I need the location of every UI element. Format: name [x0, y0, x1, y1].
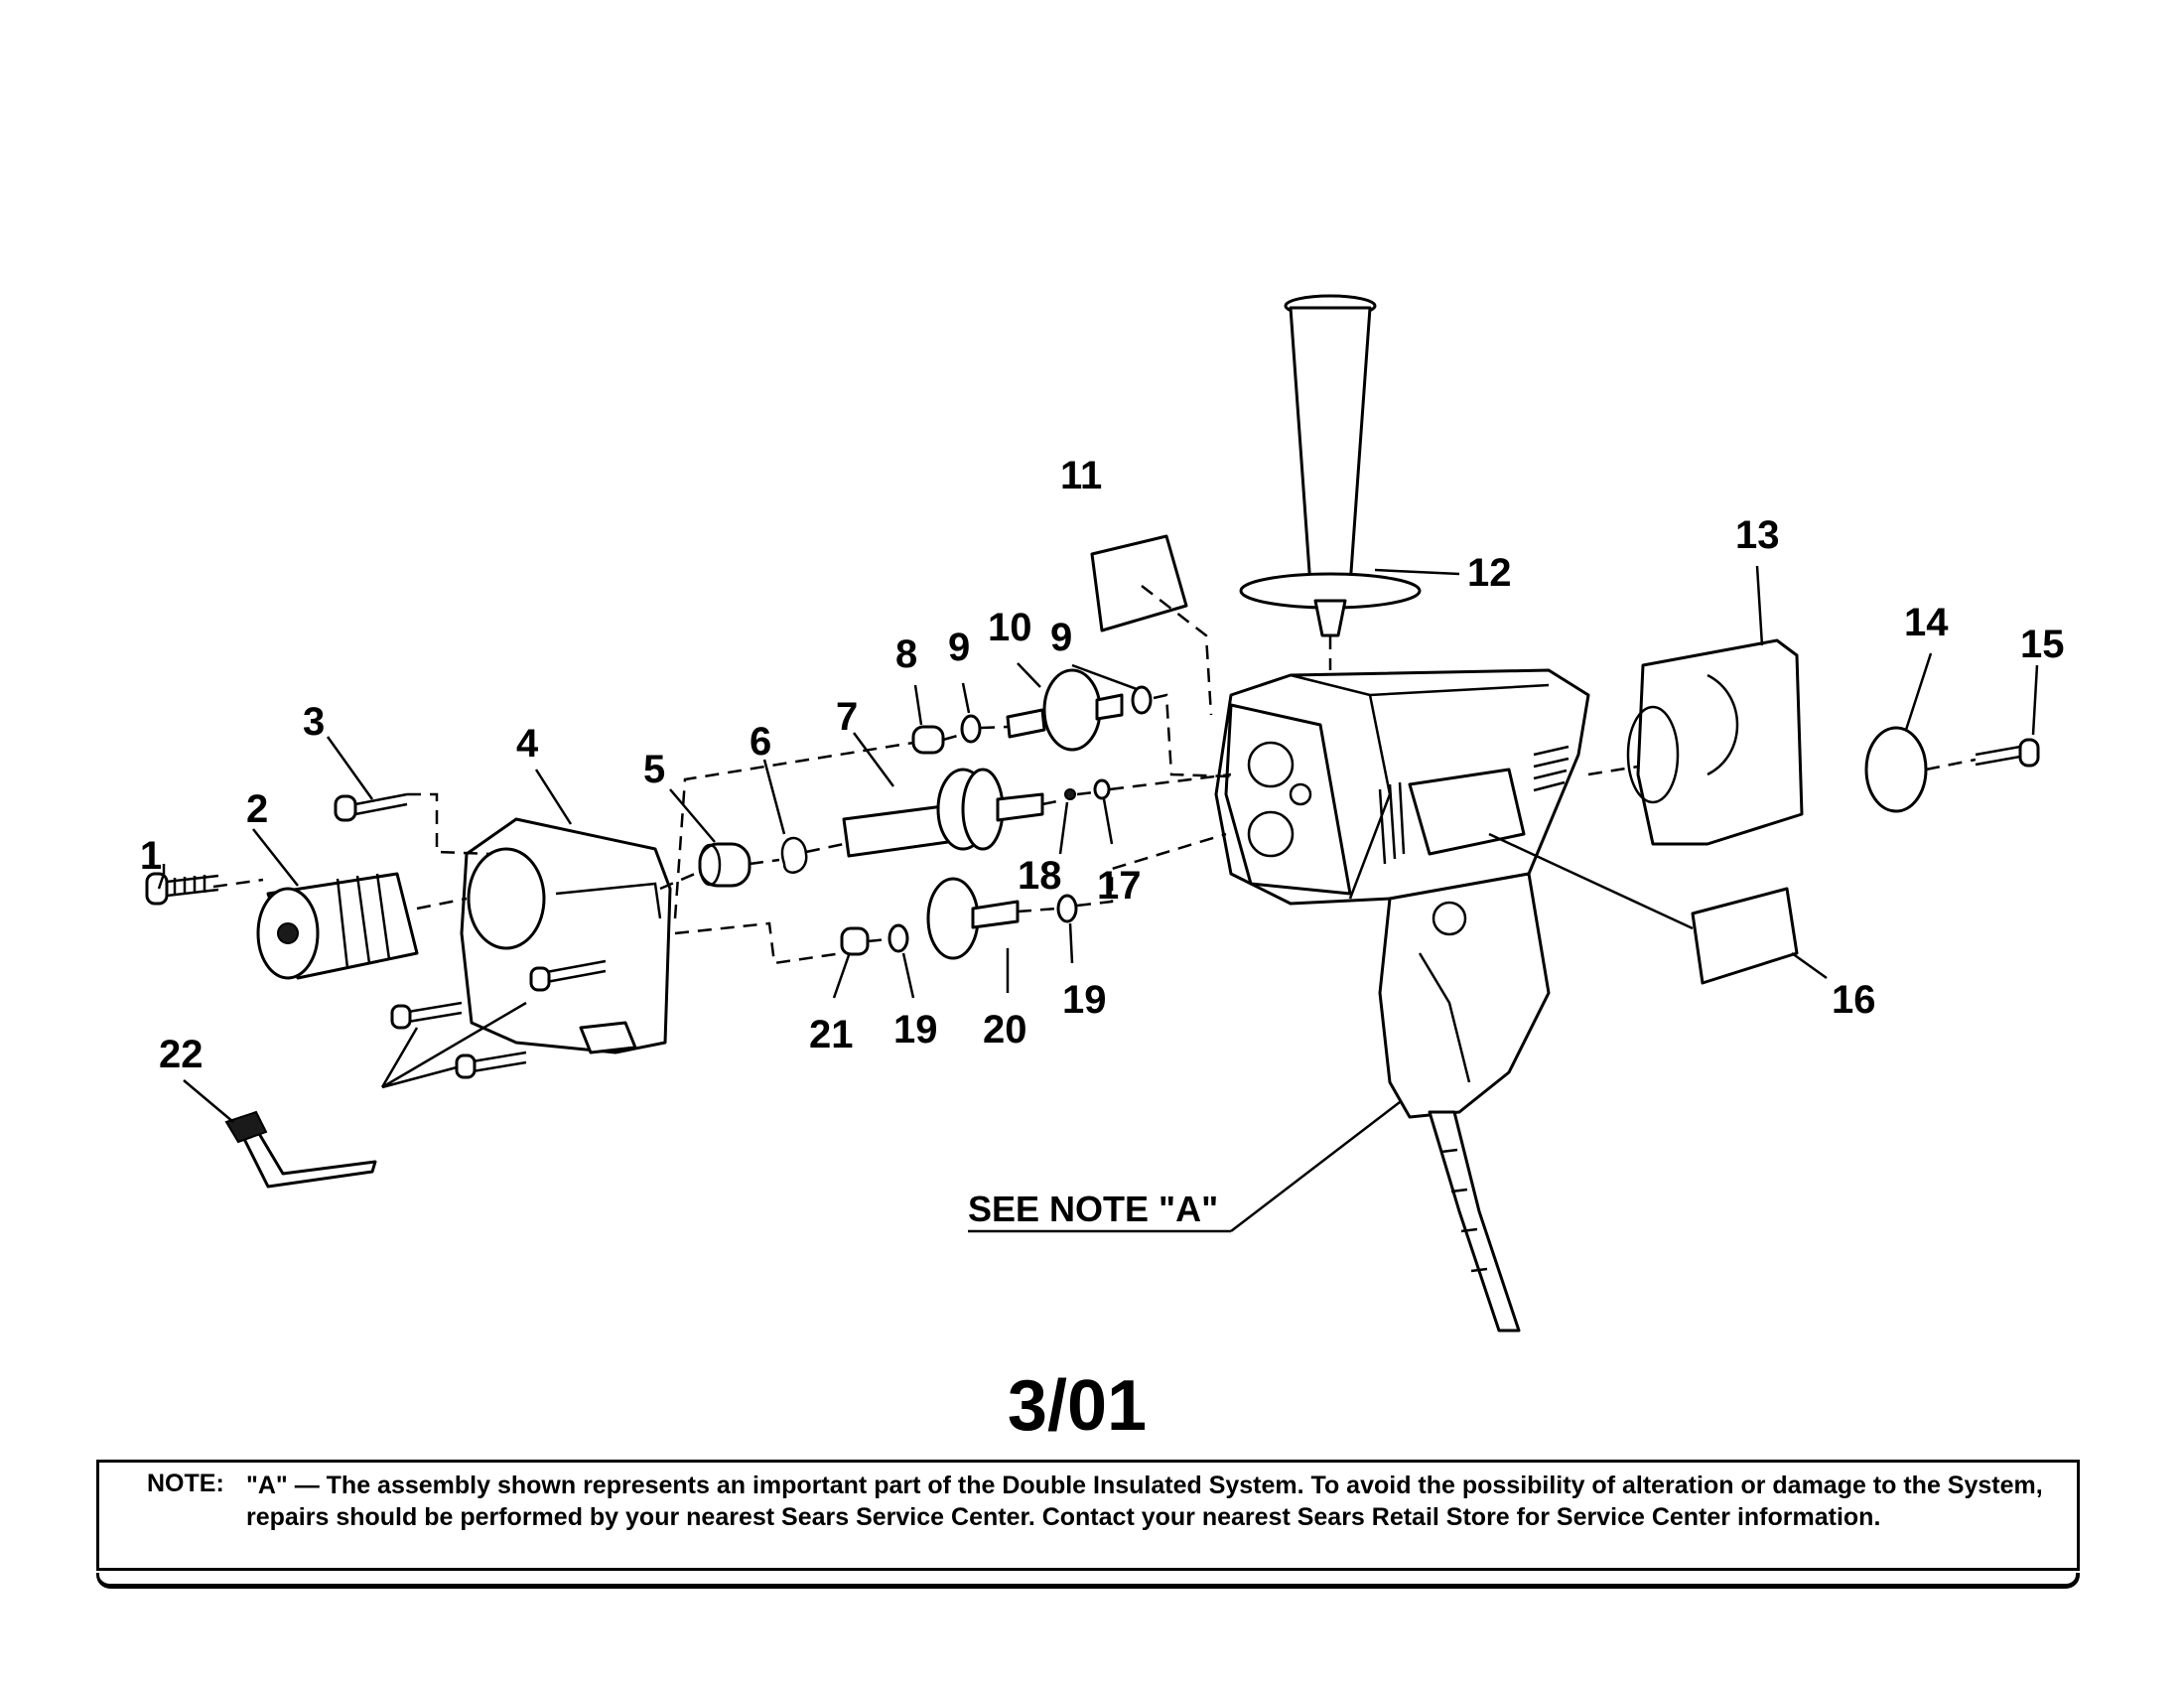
see-note-a: SEE NOTE "A" — [968, 1189, 1218, 1229]
part-7-spindle — [842, 768, 1044, 858]
note-box-bottom-rule — [96, 1573, 2080, 1589]
callout-12: 12 — [1467, 551, 1512, 595]
callout-9b: 9 — [1050, 616, 1072, 659]
note-box — [96, 1460, 2080, 1571]
housing-screws — [380, 959, 607, 1089]
part-2-chuck — [256, 872, 419, 980]
callout-8: 8 — [895, 632, 917, 676]
part-16-label — [1691, 887, 1799, 985]
part-10-gear — [1006, 668, 1124, 752]
part-15-screw — [1975, 738, 2040, 768]
date-code: 3/01 — [1008, 1366, 1147, 1446]
part-17-18-rings — [1064, 778, 1111, 800]
part-8-bushing — [911, 725, 945, 755]
part-12-side-handle — [1239, 294, 1422, 637]
leader-lines — [157, 565, 2039, 1233]
drill-housing — [1214, 668, 1590, 1333]
callout-14: 14 — [1904, 601, 1949, 644]
callout-20: 20 — [983, 1008, 1027, 1052]
callout-10: 10 — [988, 606, 1032, 649]
part-14-washer — [1864, 726, 1928, 813]
callout-6: 6 — [750, 720, 771, 764]
callout-11: 11 — [1060, 454, 1102, 497]
part-6-ring — [780, 836, 808, 874]
callout-16: 16 — [1832, 978, 1876, 1022]
note-label: NOTE: — [147, 1470, 224, 1497]
callout-19b: 19 — [1062, 978, 1107, 1022]
part-1-screw — [145, 872, 219, 906]
callout-17: 17 — [1097, 864, 1142, 908]
note-text: "A" — The assembly shown represents an i… — [246, 1472, 2043, 1531]
part-11-label — [1090, 534, 1188, 632]
callout-4: 4 — [516, 722, 539, 766]
part-19-21 — [840, 894, 1078, 956]
callout-22: 22 — [159, 1033, 204, 1076]
callout-1: 1 — [140, 834, 162, 878]
part-22-hex-key — [224, 1110, 377, 1189]
part-9-washers — [960, 685, 1153, 744]
callout-18: 18 — [1018, 854, 1062, 898]
callout-13: 13 — [1735, 513, 1780, 557]
callout-3: 3 — [303, 700, 325, 744]
callout-labels: 1 2 3 4 5 6 7 8 9 10 9 11 12 13 14 15 16… — [140, 454, 2065, 1446]
callout-2: 2 — [246, 787, 268, 831]
callout-15: 15 — [2020, 623, 2065, 666]
part-4-gear-case — [460, 817, 672, 1054]
part-13-end-cap — [1626, 638, 1804, 846]
callout-19a: 19 — [893, 1008, 938, 1052]
callout-9a: 9 — [948, 626, 970, 669]
part-3-screw — [334, 792, 408, 822]
assembly-lines — [212, 585, 1977, 965]
callout-5: 5 — [643, 748, 665, 791]
part-5-bushing — [698, 842, 751, 888]
callout-21: 21 — [809, 1013, 854, 1056]
part-20-gear — [926, 877, 1020, 960]
callout-7: 7 — [836, 695, 858, 739]
